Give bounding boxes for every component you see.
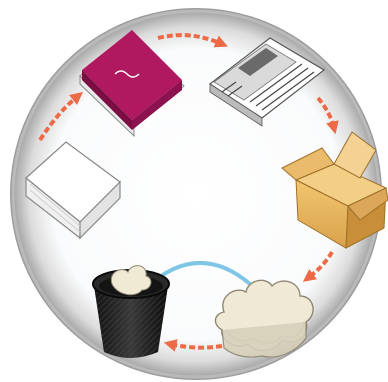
waste-bin-icon [93, 266, 169, 358]
